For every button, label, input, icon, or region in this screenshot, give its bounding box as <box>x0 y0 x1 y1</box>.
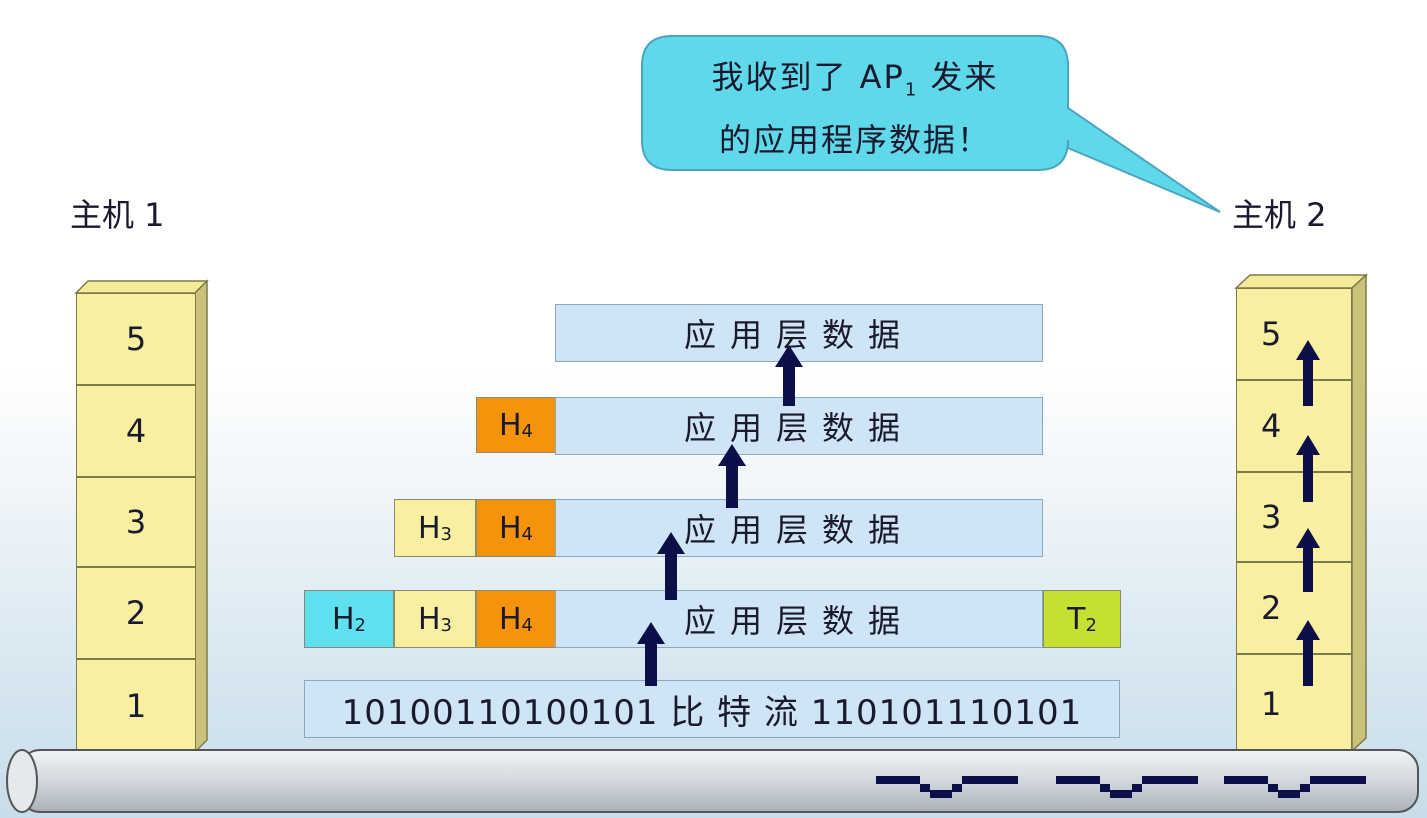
host-2-layer-3: 3 <box>1236 472 1352 562</box>
host-1-layer-3: 3 <box>76 477 196 567</box>
host-2-layer-1: 1 <box>1236 654 1352 754</box>
host-1-label: 主机 1 <box>70 196 165 234</box>
host-2-label: 主机 2 <box>1232 196 1327 234</box>
pdu-layer-3-data: 应用层数据 <box>555 499 1043 557</box>
pdu-layer-1-bitstream: 10100110100101 比 特 流 110101110101 <box>304 680 1120 738</box>
host-2-layer-4: 4 <box>1236 380 1352 472</box>
pdu-layer-4-data: 应用层数据 <box>555 397 1043 455</box>
host-2-layer-2: 2 <box>1236 562 1352 654</box>
speech-bubble <box>641 35 1221 213</box>
host-2-stack-frame <box>1234 273 1368 753</box>
pdu-layer-5-data: 应用层数据 <box>555 304 1043 362</box>
host-1-layer-5: 5 <box>76 293 196 385</box>
host-2-up-arrows <box>1296 340 1320 686</box>
host-1-layer-1: 1 <box>76 659 196 752</box>
speech-line-1: 我收到了 AP1 发来 <box>711 58 999 101</box>
speech-bubble-text: 我收到了 AP1 发来 的应用程序数据！ <box>642 52 1068 165</box>
host-2-layer-5: 5 <box>1236 288 1352 380</box>
speech-line-2: 的应用程序数据！ <box>718 121 991 160</box>
pdu-layer-2-data: 应用层数据 <box>555 590 1043 648</box>
host-1-layer-2: 2 <box>76 567 196 659</box>
network-cable <box>6 749 1419 813</box>
host-1-layer-4: 4 <box>76 385 196 477</box>
